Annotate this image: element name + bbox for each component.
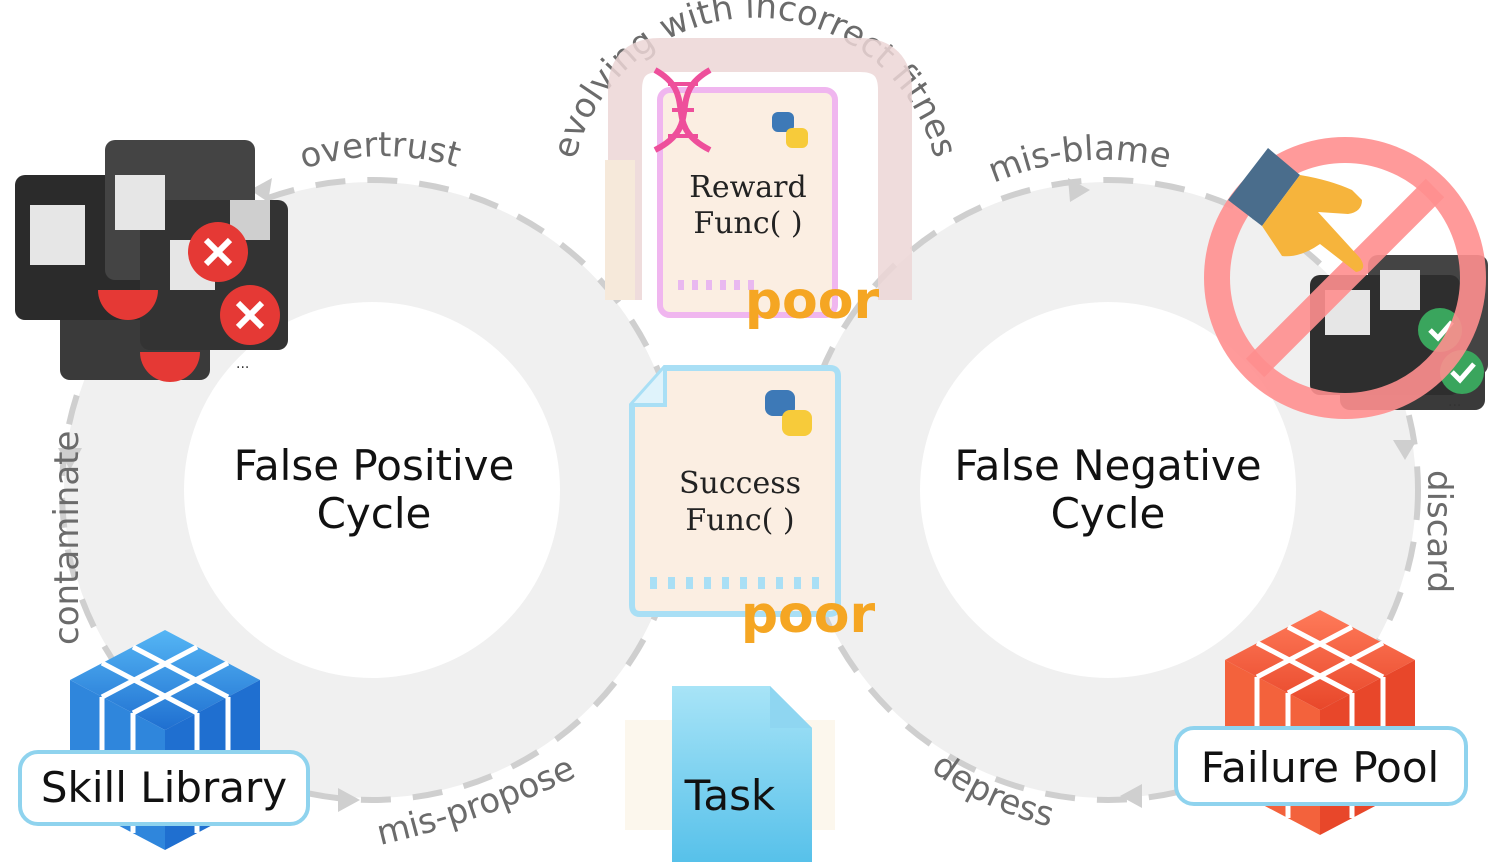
false-negative-ring (795, 177, 1421, 803)
success-poor-badge: poor (741, 585, 876, 645)
arrowheads (58, 178, 1417, 812)
edge-discard-label: discard (1419, 470, 1459, 593)
false-positive-title-line2: Cycle (317, 489, 432, 538)
failure-pool-label: Failure Pool (1201, 743, 1439, 792)
reward-func-line1: Reward (689, 170, 806, 205)
false-positive-title-line1: False Positive (234, 441, 515, 490)
pointing-hand-icon (1228, 148, 1364, 272)
reward-func-document: Reward Func( ) poor (653, 67, 880, 331)
reward-func-line2: Func( ) (693, 206, 802, 241)
left-rollouts-ellipsis: ... (236, 356, 249, 372)
task-document: Task (625, 686, 835, 862)
reward-poor-badge: poor (745, 271, 880, 331)
python-logo-icon (765, 390, 812, 436)
edge-contaminate-label: contaminate (47, 431, 87, 645)
skill-library-label: Skill Library (41, 763, 287, 812)
task-label: Task (684, 771, 776, 820)
skill-library-box: Skill Library (18, 750, 310, 826)
dna-icon (653, 67, 712, 153)
false-negative-title-line1: False Negative (954, 441, 1261, 490)
right-rollouts-ellipsis: ... (1448, 394, 1461, 410)
edge-overtrust-label: overtrust (295, 125, 465, 177)
prohibited-icon (1204, 137, 1486, 419)
success-func-line1: Success (679, 466, 801, 501)
success-func-line2: Func( ) (685, 503, 794, 538)
false-negative-title-line2: Cycle (1051, 489, 1166, 538)
failure-pool-box: Failure Pool (1174, 726, 1468, 806)
false-positive-rollouts: ... (15, 140, 288, 382)
evolving-loop (605, 38, 912, 300)
cross-icon (188, 222, 248, 282)
cross-icon (220, 285, 280, 345)
edge-overtrust-text: overtrust (295, 125, 465, 177)
success-func-document: Success Func( ) poor (629, 365, 876, 645)
python-logo-icon (772, 112, 808, 148)
